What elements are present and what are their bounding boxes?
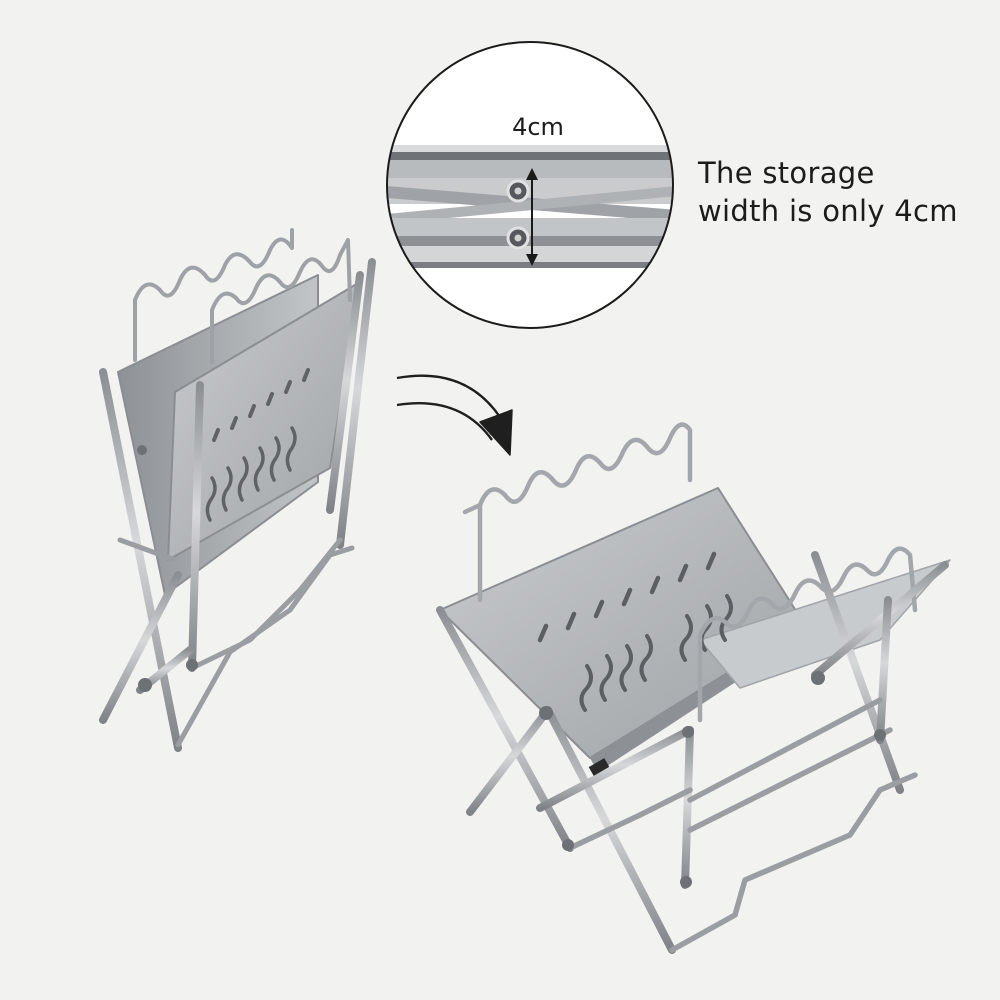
storage-caption: The storage width is only 4cm xyxy=(698,154,988,230)
caption-line-1: The storage xyxy=(698,156,875,190)
dimension-label: 4cm xyxy=(512,113,564,141)
open-grill-image xyxy=(436,422,951,954)
zoom-inset xyxy=(386,41,674,329)
folded-grill-image xyxy=(99,228,376,752)
caption-line-2: width is only 4cm xyxy=(698,194,958,228)
arrow-icon xyxy=(396,374,513,456)
